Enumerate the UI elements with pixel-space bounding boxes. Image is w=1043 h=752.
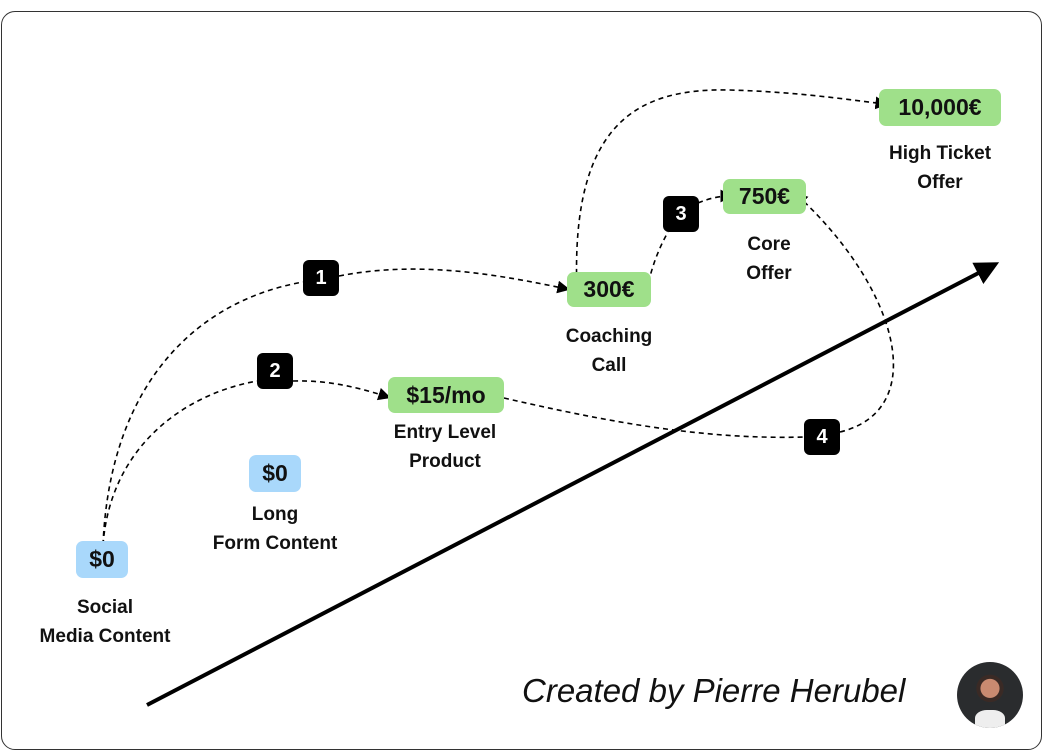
step-badge-3: 3 (663, 196, 699, 232)
path-step1-to-coaching (338, 268, 571, 294)
step-badge-1: 1 (303, 260, 339, 296)
core-price-box: 750€ (723, 179, 806, 214)
author-credit: Created by Pierre Herubel (522, 672, 906, 709)
step-badge-4: 4 (804, 419, 840, 455)
path-social-to-step1 (102, 281, 304, 546)
growth-arrow (146, 262, 1000, 707)
step-badge-2: 2 (257, 353, 293, 389)
path-entry-to-step4 (503, 397, 805, 439)
path-step2-to-entry (292, 380, 392, 401)
path-step4-to-core (794, 192, 895, 433)
coaching-price-box: 300€ (567, 272, 651, 307)
author-avatar (957, 662, 1023, 728)
long-form-price-box: $0 (249, 455, 301, 492)
path-coaching-to-high-ticket (575, 89, 889, 293)
high-ticket-price-box: 10,000€ (879, 89, 1001, 126)
social-price-box: $0 (76, 541, 128, 578)
path-coaching-to-step3 (644, 231, 669, 301)
path-social-to-step2 (102, 380, 258, 546)
entry-price-box: $15/mo (388, 377, 504, 413)
diagram-frame (1, 11, 1042, 750)
